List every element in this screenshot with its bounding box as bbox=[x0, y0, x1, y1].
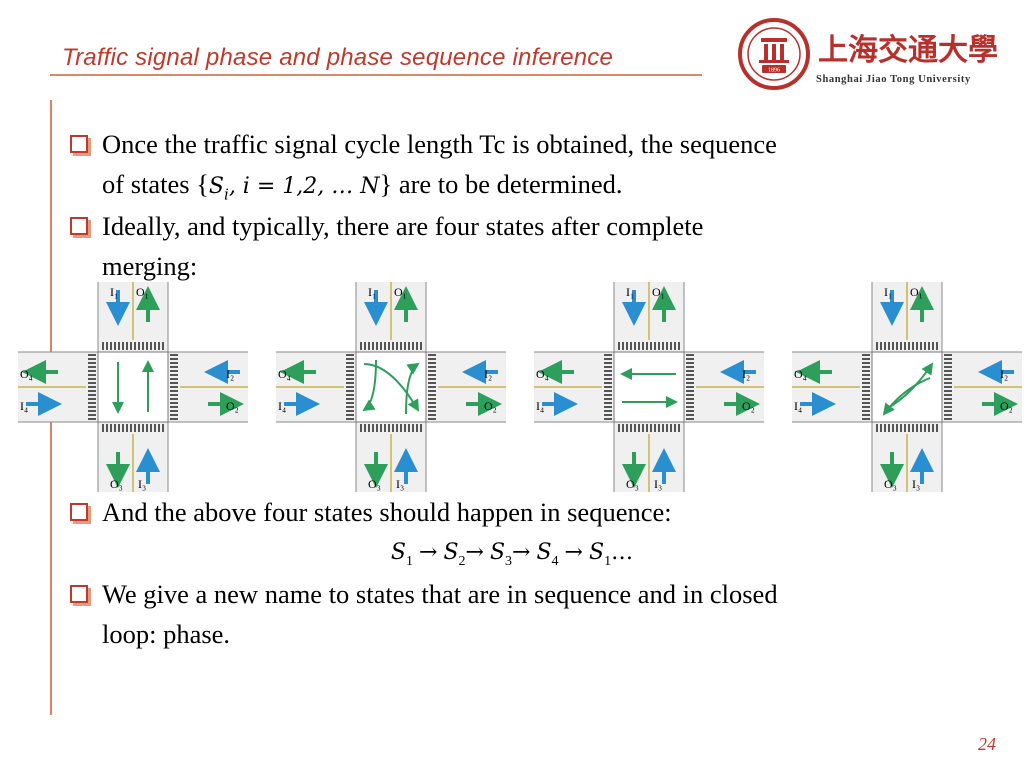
svg-text:O₄: O₄ bbox=[794, 367, 807, 381]
svg-text:O₂: O₂ bbox=[742, 399, 755, 413]
svg-text:O₁: O₁ bbox=[652, 285, 665, 299]
bullet-text: And the above four states should happen … bbox=[102, 497, 672, 527]
sjtu-seal-icon bbox=[738, 18, 810, 90]
bullet-text: We give a new name to states that are in… bbox=[102, 579, 778, 609]
bullet-text: Ideally, and typically, there are four s… bbox=[102, 211, 704, 241]
svg-text:I₁: I₁ bbox=[368, 285, 376, 299]
svg-text:I₄: I₄ bbox=[20, 399, 28, 413]
svg-text:O₂: O₂ bbox=[226, 399, 239, 413]
state-2-diagram: I₁ O₁ O₄ I₄ I₂ O₂ O₃ I₃ bbox=[276, 282, 506, 492]
svg-text:I₁: I₁ bbox=[626, 285, 634, 299]
svg-text:O₁: O₁ bbox=[136, 285, 149, 299]
state-3-diagram: I₁ O₁ O₄ I₄ I₂ O₂ O₃ I₃ bbox=[534, 282, 764, 492]
state-1-diagram: I₁ O₁ O₄ I₄ I₂ O₂ O₃ I₃ bbox=[18, 282, 248, 492]
page-number: 24 bbox=[978, 734, 996, 754]
bullet-text-continued: loop: phase. bbox=[102, 619, 231, 649]
logo-english-name: Shanghai Jiao Tong University bbox=[816, 74, 971, 85]
svg-text:O₄: O₄ bbox=[278, 367, 291, 381]
svg-text:I₁: I₁ bbox=[884, 285, 892, 299]
logo-founded-year: 1896 bbox=[768, 68, 780, 74]
slide-title: Traffic signal phase and phase sequence … bbox=[62, 44, 614, 71]
movement-arrow bbox=[405, 362, 420, 415]
svg-text:O₃: O₃ bbox=[884, 477, 897, 491]
svg-text:I₂: I₂ bbox=[742, 367, 750, 381]
svg-text:O₃: O₃ bbox=[110, 477, 123, 491]
svg-text:I₂: I₂ bbox=[226, 367, 234, 381]
svg-text:I₃: I₃ bbox=[396, 477, 404, 491]
bullet-box-icon bbox=[70, 217, 88, 235]
svg-text:I₂: I₂ bbox=[1000, 367, 1008, 381]
title-underline bbox=[50, 74, 702, 76]
bullet-text-continued: of states {Si, i = 1,2, … N} are to be d… bbox=[102, 169, 623, 204]
svg-text:I₄: I₄ bbox=[794, 399, 802, 413]
bullet-text: Once the traffic signal cycle length Tc … bbox=[102, 129, 777, 159]
svg-text:I₄: I₄ bbox=[278, 399, 286, 413]
svg-text:I₄: I₄ bbox=[536, 399, 544, 413]
movement-arrow bbox=[363, 363, 420, 412]
svg-text:O₄: O₄ bbox=[536, 367, 549, 381]
sjtu-logo: 1896 上海交通大學 Shanghai Jiao Tong Universit… bbox=[738, 18, 998, 90]
svg-text:I₃: I₃ bbox=[912, 477, 920, 491]
svg-text:O₃: O₃ bbox=[626, 477, 639, 491]
svg-text:O₃: O₃ bbox=[368, 477, 381, 491]
svg-text:O₄: O₄ bbox=[20, 367, 33, 381]
bullet-box-icon bbox=[70, 135, 88, 153]
svg-text:O₁: O₁ bbox=[394, 285, 407, 299]
svg-text:I₁: I₁ bbox=[110, 285, 118, 299]
bullet-box-icon bbox=[70, 585, 88, 603]
svg-text:I₃: I₃ bbox=[138, 477, 146, 491]
logo-chinese-name: 上海交通大學 bbox=[818, 33, 998, 67]
svg-text:O₁: O₁ bbox=[910, 285, 923, 299]
svg-text:I₂: I₂ bbox=[484, 367, 492, 381]
state-sequence: S1 → S2→ S3→ S4 → S1… bbox=[390, 540, 634, 569]
state-4-diagram: I₁ O₁ O₄ I₄ I₂ O₂ O₃ I₃ bbox=[792, 282, 1022, 492]
movement-arrow bbox=[882, 377, 931, 416]
bullet-text-continued: merging: bbox=[102, 251, 198, 281]
svg-text:I₃: I₃ bbox=[654, 477, 662, 491]
bullet-box-icon bbox=[70, 503, 88, 521]
svg-text:O₂: O₂ bbox=[484, 399, 497, 413]
svg-text:O₂: O₂ bbox=[1000, 399, 1013, 413]
